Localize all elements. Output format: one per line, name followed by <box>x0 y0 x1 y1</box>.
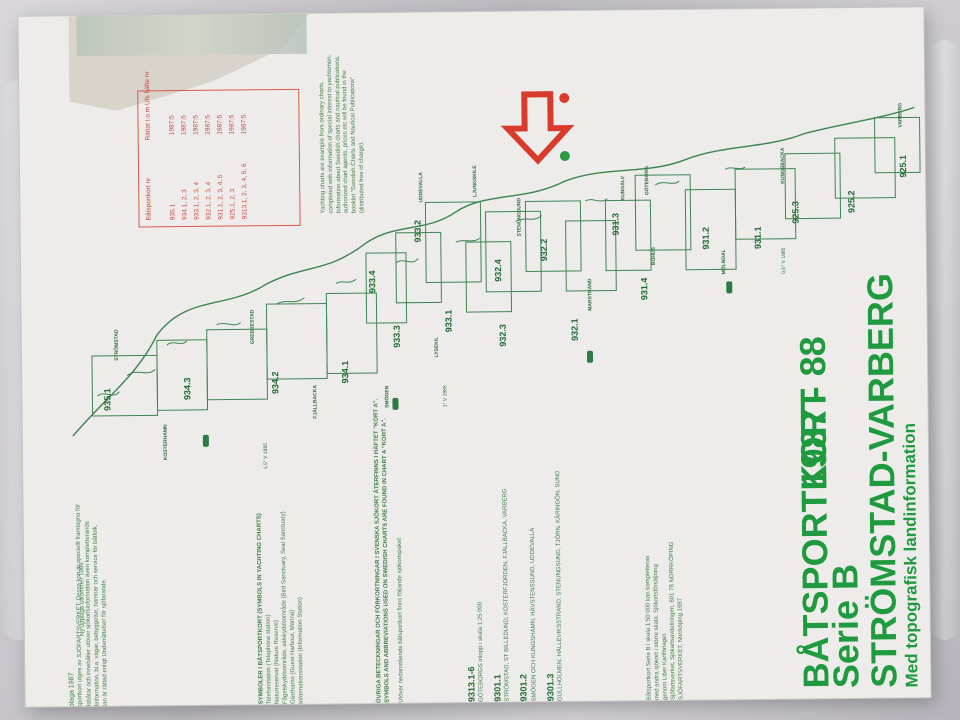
symbols-column: SYMBOLER I BÅTSPORTKORT (SYMBOLS IN YACH… <box>256 511 306 705</box>
place-name: STRÖMSTAD <box>113 329 121 361</box>
table-cell-corrected: 1987:5 <box>228 114 236 135</box>
chart-list: 9313.1-6 GÖTEBORGS inlopp i skala 1:25 0… <box>464 470 565 702</box>
arrow-logo-icon <box>500 91 575 165</box>
chart-number-label: 932.4 <box>492 259 504 282</box>
chart-number-label: 925.1 <box>897 154 909 178</box>
intro-line: Kartan är rättad enligt Underrättelser f… <box>101 578 109 707</box>
chart-number-label: 931.1 <box>752 226 763 250</box>
chart-list-desc: STRÖMSTAD, ST BILLEDUND, KOSTERFJORDEN, … <box>502 488 511 702</box>
place-name: KUNGÄLV <box>620 176 627 201</box>
abbreviations-column: ÖVRIGA BETECKNINGAR OCH FÖRKORTNINGAR I … <box>373 399 406 703</box>
chart-list-desc: SMÖGEN OCH KUNGSHAMN, HÄVSTENSSUND, UDDE… <box>529 527 538 702</box>
reprint-note: Ny upplaga utkommer 1989 <box>79 562 86 637</box>
table-cell-chart: 934.1, 2, 3 <box>181 189 189 221</box>
table-cell-chart: 925.1, 2, 3 <box>229 188 237 220</box>
place-name: GÖTEBORG <box>644 165 651 196</box>
chart-number-label: 925.3 <box>790 201 801 224</box>
lighthouse-icon <box>392 397 399 410</box>
chart-number-label: 934.1 <box>340 360 351 384</box>
place-name: SMÖGEN <box>384 385 391 408</box>
table-cell-corrected: 1987:5 <box>180 115 188 136</box>
chart-list-desc: GULLHOLMEN, HÄLLEVIKSSTRAND, STENUNGSUND… <box>555 470 564 702</box>
chart-number-label: 932.1 <box>569 318 580 342</box>
place-name: UDDEVALLA <box>418 172 425 203</box>
misweisung-label: 1° V 1985 <box>442 385 449 408</box>
glare <box>930 40 960 640</box>
place-name: MÖLNDAL <box>720 249 728 275</box>
chart-number-label: 934.3 <box>182 377 193 401</box>
index-map <box>72 106 921 437</box>
chart-list-heading: Utöver nedanstående båtsportkort finns f… <box>397 537 405 703</box>
table-cell-chart: 935.1 <box>169 203 177 221</box>
chart-number-label: 925.2 <box>846 190 857 214</box>
chart-number-label: 933.3 <box>391 325 402 348</box>
chart-number-label: 934.2 <box>270 371 281 395</box>
table-cell-chart: 932.1, 2, 3, 4 <box>205 181 213 220</box>
intro-column: Upplaga 1987 Båtsportkort utges av SJÖFA… <box>66 504 110 707</box>
table-cell-corrected: 1987:5 <box>192 114 200 135</box>
table-cell-chart: 9313.1, 2, 3, 4, 5, 6 <box>240 163 249 220</box>
table-cell-corrected: 1987:5 <box>168 115 176 136</box>
lighthouse-icon <box>726 281 733 294</box>
chart-number-label: 931.4 <box>639 277 650 301</box>
lighthouse-icon <box>202 434 209 447</box>
misweisung-label: 1,5° V 1985 <box>262 442 270 470</box>
chart-number-label: 931.2 <box>700 226 711 250</box>
chart-cover: Upplaga 1987 Båtsportkort utges av SJÖFA… <box>18 7 931 707</box>
table-cell-corrected: 1987:5 <box>240 114 248 135</box>
place-name: MARSTRAND <box>587 278 594 311</box>
printer-note: SJÖFARTSVERKET, Norrköping 1987 <box>677 597 685 700</box>
misweisung-label: 0,5° V 1985 <box>780 247 788 274</box>
place-name: FJÄLLBACKA <box>312 385 319 419</box>
chart-number-label: 933.1 <box>443 309 454 333</box>
place-name: BOHUS <box>650 247 658 266</box>
chart-number-label: 931.3 <box>610 212 621 236</box>
chart-number-label: 933.4 <box>367 270 378 294</box>
chart-number-label: 932.3 <box>497 324 508 347</box>
availability-notes: Båtsportkort Serie B i skala 1:50 000 ka… <box>644 542 686 701</box>
place-name: KUNGSBACKA <box>779 147 787 184</box>
chart-number-label: 932.2 <box>538 238 550 262</box>
table-cell-chart: 933.1, 2, 3, 4 <box>193 181 201 220</box>
title-series: Serie B <box>824 563 867 689</box>
place-name: LJUNGSKILE <box>471 165 479 198</box>
symbol-entry: Informationsstation (Information Station… <box>297 597 306 704</box>
table-cell-chart: 931.1, 2, 3, 4, 5 <box>217 174 225 220</box>
table-cell-corrected: 1987:5 <box>216 114 224 135</box>
place-name: KOSTERHAMN <box>162 424 170 461</box>
chart-list-desc: GÖTEBORGS inlopp i skala 1:25 000 <box>477 601 485 702</box>
place-name: VARBERG <box>897 102 904 128</box>
place-name: STENUNGSUND <box>516 197 523 237</box>
table-cell-corrected: 1987:5 <box>204 114 212 135</box>
place-name: LYSEKIL <box>433 336 441 358</box>
lighthouse-icon <box>586 350 594 363</box>
availability-note: Båtsportkort Serie B i skala 1:50 000 ka… <box>645 555 669 701</box>
subtitle: Med topografisk landinformation <box>899 422 922 688</box>
chart-number-label: 935.1 <box>102 388 113 411</box>
chart-number-label: 933.2 <box>412 220 423 243</box>
map-edge-strip <box>76 13 307 57</box>
place-name: GREBBESTAD <box>249 309 256 345</box>
